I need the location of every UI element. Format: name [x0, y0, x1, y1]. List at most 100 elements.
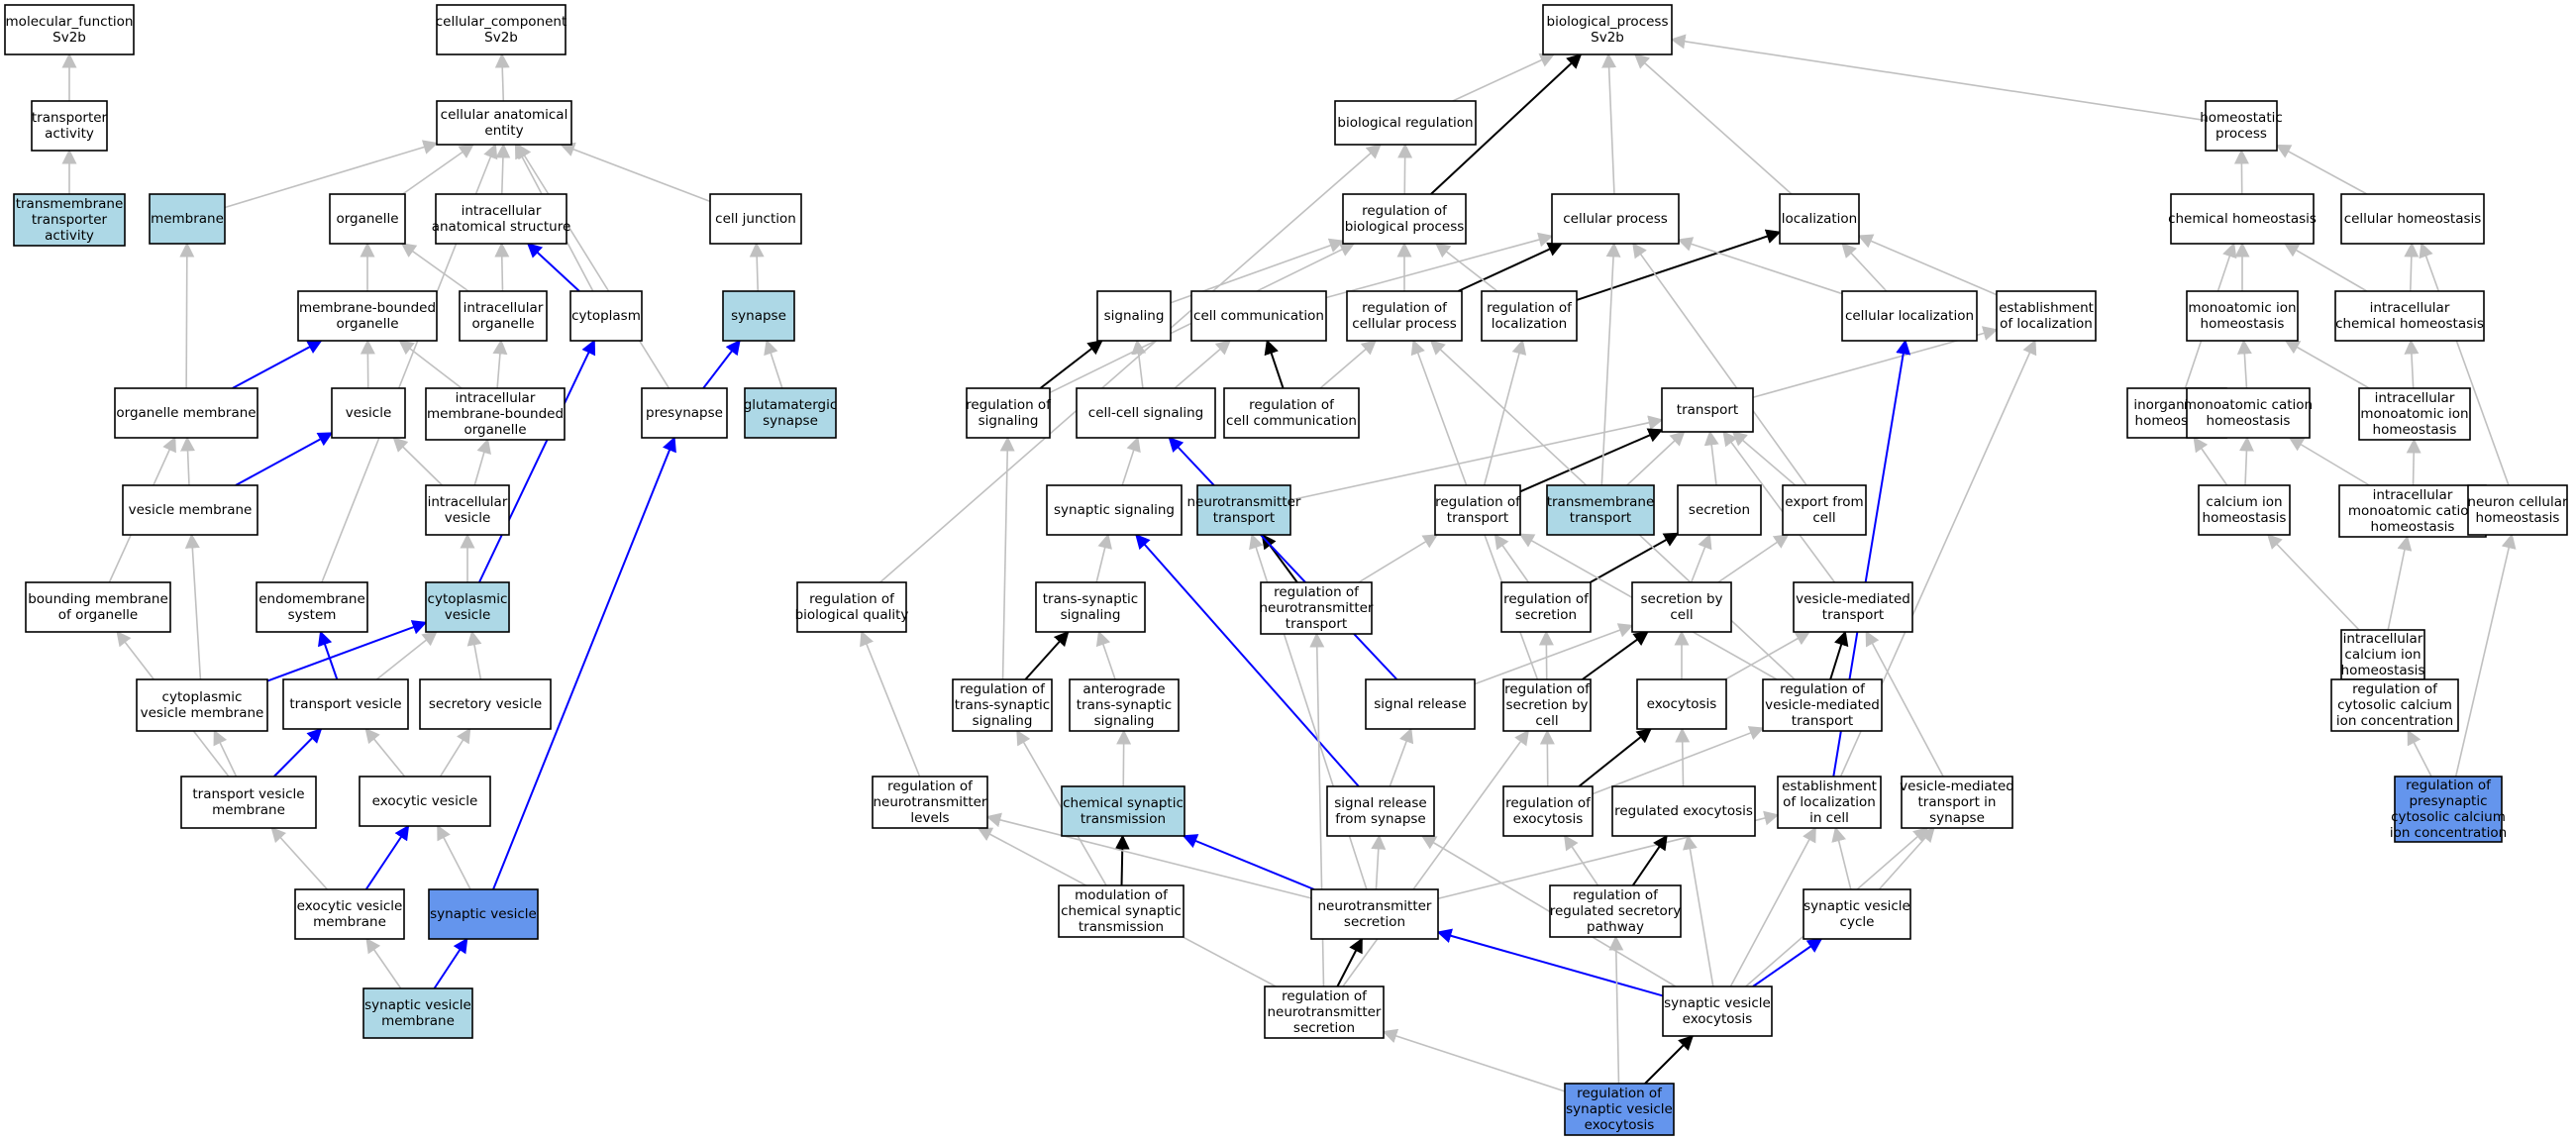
go-term-node-vm[interactable]: vesicle membrane [122, 484, 258, 536]
go-term-node-sv[interactable]: secretory vesicle [419, 678, 552, 730]
go-term-node-loc[interactable]: localization [1779, 193, 1860, 245]
go-term-node-sig[interactable]: signaling [1096, 290, 1172, 342]
go-term-node-exo[interactable]: exocytosis [1636, 678, 1727, 730]
go-term-node-ves[interactable]: vesicle [331, 387, 406, 439]
go-term-node-ch[interactable]: chemical homeostasis [2168, 193, 2317, 245]
go-term-node-ccom[interactable]: cell communication [1190, 290, 1327, 342]
node-label-line: organelle [336, 316, 398, 332]
go-term-node-cp[interactable]: cellular process [1551, 193, 1680, 245]
go-term-node-cellh[interactable]: cellular homeostasis [2340, 193, 2485, 245]
go-term-node-sec[interactable]: secretion [1677, 484, 1762, 536]
go-term-node-ev[interactable]: exocytic vesicle [359, 776, 491, 827]
node-label-line: synaptic vesicle [1566, 1101, 1673, 1117]
node-box [1661, 387, 1754, 433]
go-term-node-cyto[interactable]: cytoplasm [569, 290, 643, 342]
edge-ccs-to-ccom [1174, 340, 1232, 389]
go-term-node-cloc[interactable]: cellular localization [1841, 290, 1978, 342]
go-term-node-br[interactable]: biological regulation [1334, 100, 1477, 146]
node-box [419, 678, 552, 730]
go-term-node-org[interactable]: organelle [329, 193, 406, 245]
go-term-node-sr[interactable]: signal release [1365, 678, 1476, 730]
go-term-node-pre[interactable]: presynapse [641, 387, 728, 439]
go-term-node-trans[interactable]: transport [1661, 387, 1754, 433]
go-term-node-tv[interactable]: transport vesicle [282, 678, 409, 730]
go-term-node-ccs[interactable]: cell-cell signaling [1076, 387, 1216, 439]
go-term-node-synv[interactable]: synaptic vesicle [428, 888, 539, 940]
go-term-node-mem[interactable]: membrane [149, 193, 226, 245]
go-term-node-ss[interactable]: synaptic signaling [1046, 484, 1183, 536]
go-term-node-syn[interactable]: synapse [722, 290, 795, 342]
edge-svm-to-synv [433, 937, 468, 989]
go-term-node-rexs[interactable]: regulated exocytosis [1611, 785, 1756, 837]
node-box [744, 387, 837, 439]
node-label-line: organelle [471, 316, 534, 332]
node-label-line: vesicle [346, 405, 392, 421]
go-term-node-cj[interactable]: cell junction [709, 193, 802, 245]
go-term-node-om[interactable]: organelle membrane [114, 387, 258, 439]
